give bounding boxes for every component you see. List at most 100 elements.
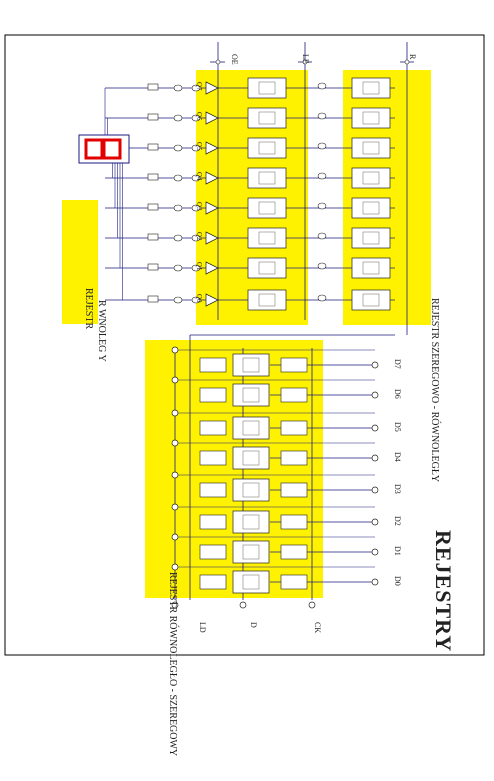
highlight-left-block	[62, 200, 98, 324]
signal-ck-label: CK	[313, 622, 322, 634]
resistor-icon	[147, 83, 159, 91]
input-terminal-icon	[371, 486, 379, 494]
buffer-icon	[205, 201, 219, 215]
gate-icon	[317, 112, 327, 120]
input-terminal-icon	[371, 361, 379, 369]
gate-icon	[280, 514, 308, 530]
input-terminal-icon	[371, 578, 379, 586]
input-terminal-icon	[371, 391, 379, 399]
resistor-icon	[147, 113, 159, 121]
input-terminal-icon	[371, 454, 379, 462]
gate-icon	[280, 574, 308, 590]
bus-terminal-icon	[171, 563, 179, 571]
output-terminal-icon	[173, 204, 183, 212]
output-terminal-icon	[173, 296, 183, 304]
gate-icon	[317, 142, 327, 150]
input-label: D2	[393, 516, 402, 526]
flip-flop-icon	[351, 227, 391, 249]
output-label: Q4	[195, 172, 203, 181]
output-terminal-icon	[191, 234, 201, 242]
resistor-icon	[147, 143, 159, 151]
control-terminal-icon	[171, 601, 179, 609]
control-terminal-icon	[308, 601, 316, 609]
flip-flop-icon	[232, 353, 270, 377]
flip-flop-icon	[232, 510, 270, 534]
buffer-icon	[205, 111, 219, 125]
input-label: D6	[393, 389, 402, 399]
parallel-register-label: R WNOLEG Y	[96, 300, 107, 362]
input-row	[171, 533, 379, 564]
output-label: Q5	[195, 142, 203, 151]
resistor-icon	[147, 233, 159, 241]
output-label: Q1	[195, 262, 203, 271]
flip-flop-icon	[232, 446, 270, 470]
output-terminal-icon	[191, 264, 201, 272]
output-row	[105, 160, 395, 189]
gate-icon	[317, 294, 327, 302]
signal-d-label: D	[249, 622, 258, 628]
bus-terminal-icon	[171, 346, 179, 354]
parallel-serial-register-label: REJESTR RÓWNOLEGŁO - SZEREGOWY	[167, 572, 178, 757]
resistor-icon	[147, 263, 159, 271]
bus-terminal-icon	[171, 503, 179, 511]
input-label: D7	[393, 359, 402, 369]
output-label: Q7	[195, 82, 203, 91]
gate-icon	[199, 574, 227, 590]
flip-flop-icon	[351, 167, 391, 189]
page-title: REJESTRY	[431, 530, 456, 653]
input-row	[171, 409, 379, 440]
input-row	[171, 439, 379, 470]
flip-flop-icon	[232, 383, 270, 407]
buffer-icon	[205, 171, 219, 185]
output-row	[105, 160, 395, 311]
gate-icon	[280, 482, 308, 498]
buffer-icon	[205, 261, 219, 275]
buffer-icon	[205, 141, 219, 155]
latch-icon	[247, 77, 287, 99]
output-row	[105, 160, 395, 249]
register-rows	[104, 77, 395, 609]
output-label: Q3	[195, 202, 203, 211]
flip-flop-icon	[232, 416, 270, 440]
output-terminal-icon	[191, 174, 201, 182]
resistor-icon	[147, 203, 159, 211]
input-terminal-icon	[371, 424, 379, 432]
latch-icon	[247, 107, 287, 129]
latch-icon	[247, 167, 287, 189]
gate-icon	[280, 450, 308, 466]
output-terminal-icon	[191, 114, 201, 122]
latch-icon	[247, 257, 287, 279]
resistor-icon	[147, 173, 159, 181]
control-terminal-icon	[239, 601, 247, 609]
gate-icon	[280, 357, 308, 373]
bus-terminal-icon	[171, 533, 179, 541]
output-terminal-icon	[173, 144, 183, 152]
gate-icon	[199, 387, 227, 403]
output-row	[104, 77, 395, 160]
flip-flop-icon	[232, 540, 270, 564]
flip-flop-icon	[351, 77, 391, 99]
latch-icon	[247, 137, 287, 159]
output-label: Q2	[195, 232, 203, 241]
bus-terminal-icon	[171, 471, 179, 479]
input-row	[171, 503, 379, 534]
signal-le-label: LE	[301, 54, 310, 64]
input-row	[171, 376, 379, 407]
outer-frame	[4, 34, 485, 656]
gate-icon	[280, 387, 308, 403]
bus-terminal-icon	[171, 409, 179, 417]
gate-icon	[317, 202, 327, 210]
parallel-register-label-2: REJESTR	[83, 288, 94, 330]
seven-segment-display	[78, 134, 130, 164]
signal-ld-label: LD	[198, 622, 207, 633]
flip-flop-icon	[351, 257, 391, 279]
output-row	[105, 160, 395, 219]
control-terminal-icon	[215, 59, 221, 65]
output-label: Q0	[195, 294, 203, 303]
input-label: D0	[393, 576, 402, 586]
gate-icon	[317, 262, 327, 270]
flip-flop-icon	[351, 197, 391, 219]
gate-icon	[199, 420, 227, 436]
control-terminal-icon	[404, 59, 410, 65]
